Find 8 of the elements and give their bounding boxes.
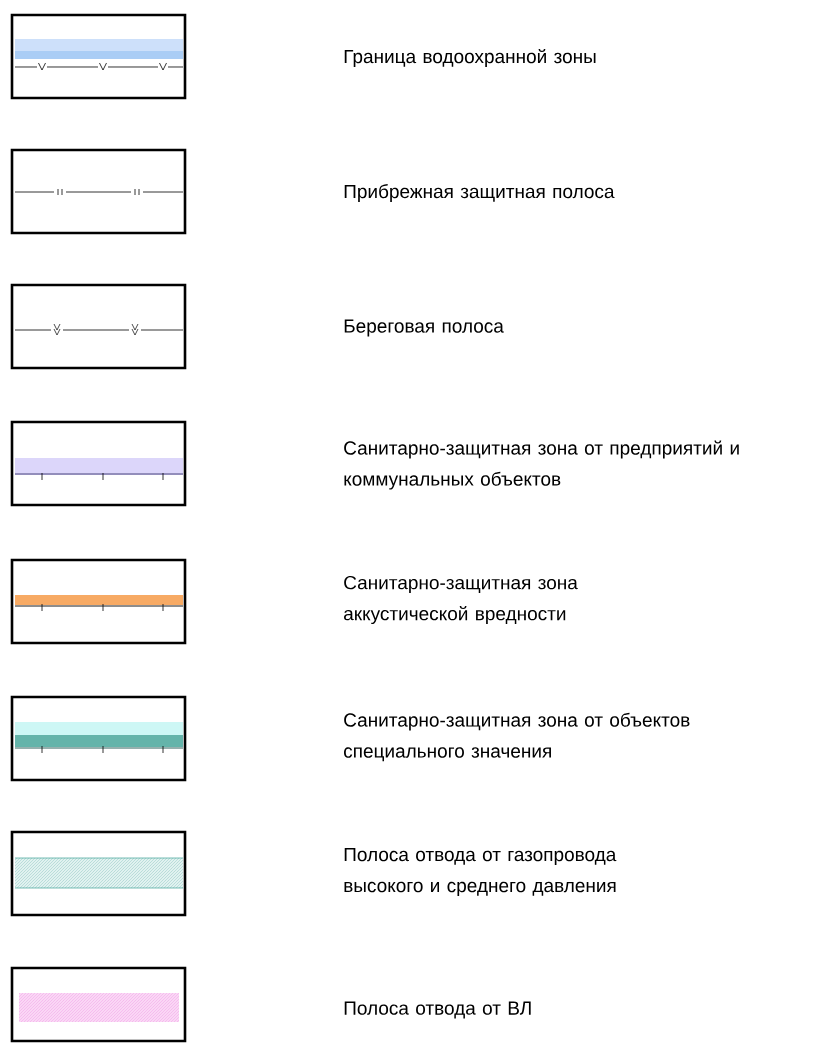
- legend-label: Береговая полоса: [344, 319, 504, 337]
- legend-label: Полоса отвода от ВЛ: [344, 1001, 531, 1019]
- legend-label: Санитарно-защитная зона аккустической вредности: [344, 575, 578, 625]
- legend-label: Санитарно-защитная зона от предприятий и коммунальных объектов: [344, 440, 739, 490]
- legend-label: Граница водоохранной зоны: [344, 49, 596, 67]
- legend-label: Полоса отвода от газопровода высокого и среднего давления: [344, 848, 617, 896]
- legend-label: Санитарно-защитная зона от объектов специального значения: [344, 712, 690, 762]
- legend-label: Прибрежная защитная полоса: [344, 184, 615, 202]
